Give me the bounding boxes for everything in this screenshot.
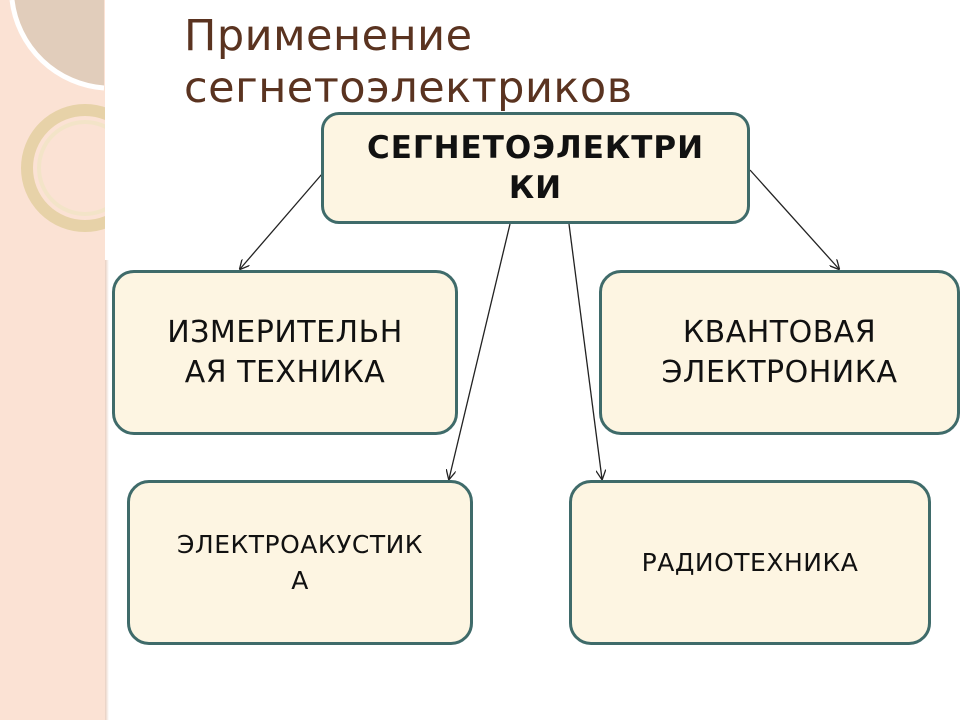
connector-root-to-radio (568, 223, 602, 479)
node-quantum-label-line-2: ЭЛЕКТРОНИКА (661, 354, 898, 390)
node-quantum-electronics: КВАНТОВАЯ ЭЛЕКТРОНИКА (599, 270, 960, 435)
connector-root-to-quantum (749, 169, 839, 269)
node-measurement-label-line-1: ИЗМЕРИТЕЛЬН (167, 314, 403, 350)
connector-root-to-acoustic (449, 223, 511, 479)
root-node-label-line-2: КИ (508, 170, 563, 206)
root-node-label-line-1: СЕГНЕТОЭЛЕКТРИ (366, 130, 705, 166)
side-panel-edge (105, 0, 109, 720)
node-radio-label-line-1: РАДИОТЕХНИКА (641, 547, 859, 577)
node-quantum-label-line-1: КВАНТОВАЯ (682, 314, 877, 350)
slide-title-line-2: сегнетоэлектриков (184, 63, 633, 113)
node-electroacoustics: ЭЛЕКТРОАКУСТИК А (127, 480, 473, 645)
node-measurement-label-line-2: АЯ ТЕХНИКА (184, 354, 386, 390)
connector-root-to-measure (240, 173, 323, 269)
root-node-ferroelectrics: СЕГНЕТОЭЛЕКТРИ КИ (321, 112, 750, 224)
node-measurement-technology: ИЗМЕРИТЕЛЬН АЯ ТЕХНИКА (112, 270, 458, 435)
node-electroacoustics-label-line-2: А (291, 565, 309, 595)
slide-title: Применение сегнетоэлектриков (184, 10, 633, 114)
node-electroacoustics-label-line-1: ЭЛЕКТРОАКУСТИК (176, 529, 424, 559)
node-radio-engineering: РАДИОТЕХНИКА (569, 480, 931, 645)
decorative-circles-icon (9, 0, 130, 260)
slide-title-line-1: Применение (184, 11, 473, 61)
